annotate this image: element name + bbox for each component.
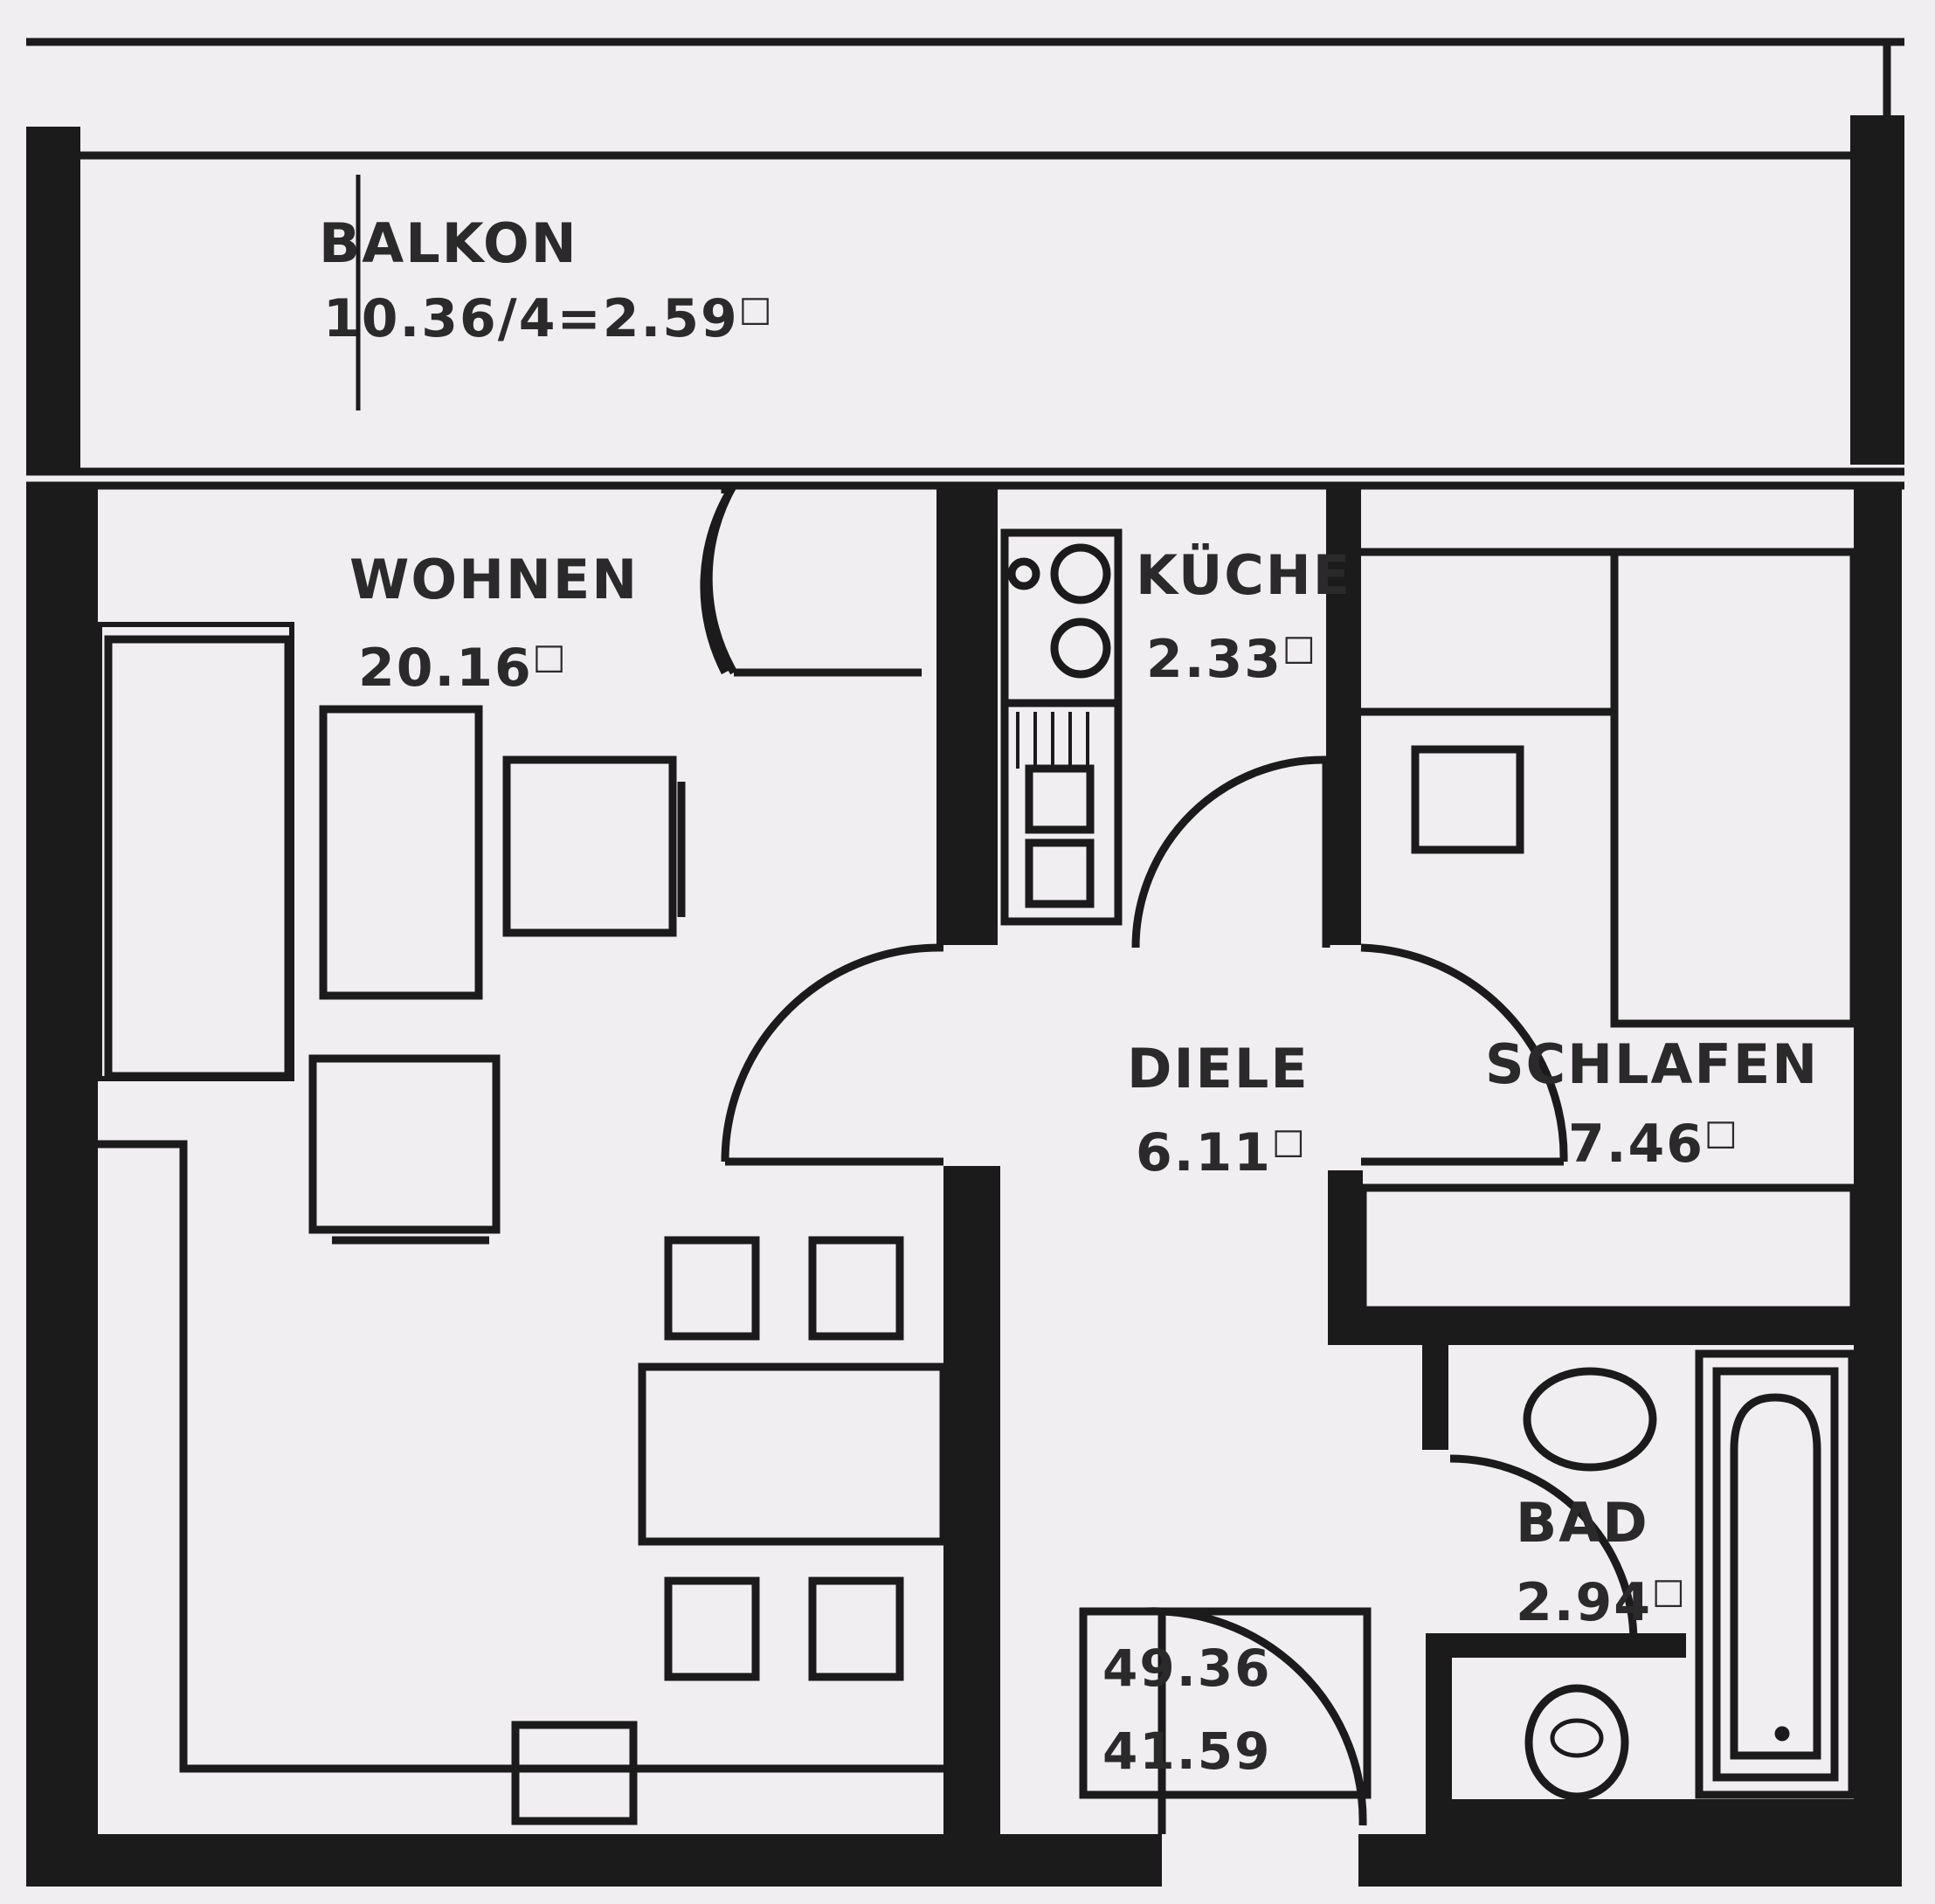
room-area-wohnen: 20.16□ xyxy=(358,637,568,699)
room-area-bad: 2.94□ xyxy=(1516,1571,1687,1633)
room-name-kueche: KÜCHE xyxy=(1136,543,1351,607)
total-net-area: 41.59 xyxy=(1102,1721,1271,1781)
room-area-kueche: 2.33□ xyxy=(1146,628,1317,690)
room-area-balkon: 10.36/4=2.59□ xyxy=(323,288,774,349)
room-name-bad: BAD xyxy=(1516,1491,1649,1555)
room-name-balkon: BALKON xyxy=(319,211,578,275)
room-name-diele: DIELE xyxy=(1127,1037,1310,1100)
room-name-schlafen: SCHLAFEN xyxy=(1485,1032,1819,1096)
room-labels: BALKON 10.36/4=2.59□ WOHNEN 20.16□ KÜCHE… xyxy=(319,211,1819,1781)
thin-lines xyxy=(26,38,1904,1825)
total-gross-area: 49.36 xyxy=(1102,1638,1271,1698)
room-area-diele: 6.11□ xyxy=(1136,1121,1307,1183)
door-swings xyxy=(700,482,1638,1834)
walls xyxy=(26,115,1904,1887)
room-name-wohnen: WOHNEN xyxy=(349,548,639,611)
room-area-schlafen: 7.46□ xyxy=(1568,1113,1739,1175)
